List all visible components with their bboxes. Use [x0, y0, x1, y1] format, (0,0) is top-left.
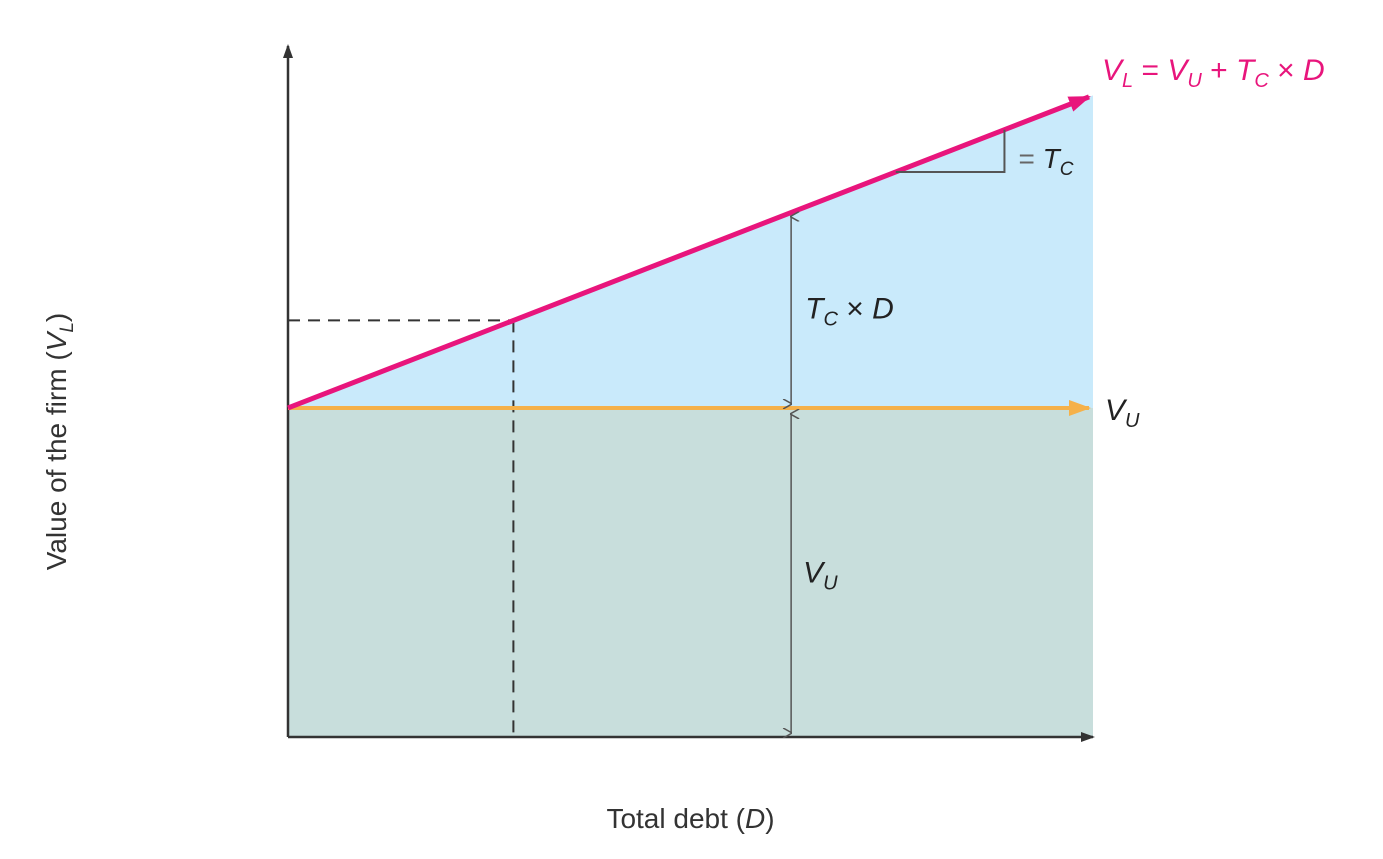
tax-shield-label: TC × D	[805, 292, 894, 330]
unlevered-value-area	[288, 407, 1093, 737]
slope-label: = TC	[1018, 143, 1073, 180]
slope-triangle	[895, 129, 1006, 173]
levered-equation-label: VL = VU + TC × D	[1102, 54, 1325, 92]
x-axis-title: Total debt (D)	[606, 803, 774, 834]
unlevered-line-label: VU	[1105, 394, 1140, 432]
unlevered-area-label: VU	[803, 556, 838, 594]
y-axis-title: Value of the firm (VL)	[41, 313, 78, 571]
levered-value-line	[287, 94, 1091, 411]
